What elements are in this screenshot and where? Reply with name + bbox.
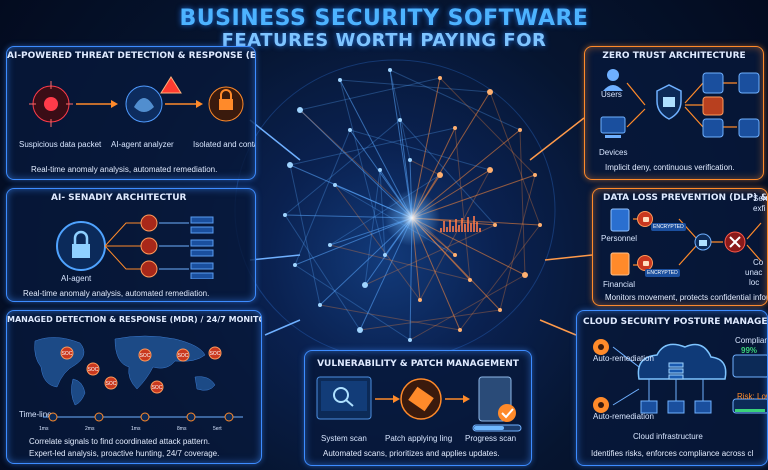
dlp-exfi: exfi bbox=[753, 204, 766, 213]
dlp-co: Co bbox=[753, 258, 764, 267]
svg-text:SOC: SOC bbox=[152, 385, 163, 391]
mdr-title: MANAGED DETECTION & RESPONSE (MDR) / 24/… bbox=[7, 315, 262, 324]
cspm-panel: CLOUD SECURITY POSTURE MANAGEMENT ( Auto… bbox=[576, 310, 768, 466]
dlp-panel: DATA LOSS PREVENTION (DLP) & ENCRY ENCRY… bbox=[592, 188, 768, 306]
vuln-step-1: Patch applying ling bbox=[385, 434, 453, 443]
dlp-sen: Sen bbox=[753, 194, 768, 203]
mdr-footer-1: Correlate signals to find coordinated at… bbox=[29, 437, 210, 446]
dlp-financial: Financial bbox=[603, 280, 636, 289]
mdr-footer-2: Expert-led analysis, proactive hunting, … bbox=[29, 449, 220, 458]
dlp-loc: loc bbox=[749, 278, 760, 287]
edr-item-2: Isolated and contained bbox=[193, 140, 255, 149]
cspm-title: CLOUD SECURITY POSTURE MANAGEMENT ( bbox=[583, 317, 768, 327]
zta-panel: ZERO TRUST ARCHITECTURE Users Devices Im… bbox=[584, 46, 764, 180]
cspm-compliance: Complian bbox=[735, 336, 768, 345]
dlp-encrypted-1: ENCRYPTED bbox=[651, 223, 686, 231]
dlp-title: DATA LOSS PREVENTION (DLP) & ENCRY bbox=[603, 193, 768, 203]
dlp-diagram bbox=[610, 208, 762, 276]
edr-footer: Real-time anomaly analysis, automated re… bbox=[31, 165, 218, 174]
cspm-diagram bbox=[593, 339, 767, 414]
dlp-footer: Monitors movement, protects confidential… bbox=[605, 293, 768, 302]
dlp-unac: unac bbox=[745, 268, 763, 277]
zta-users: Users bbox=[601, 90, 622, 99]
dlp-personnel: Personnel bbox=[601, 234, 638, 243]
svg-text:SOC: SOC bbox=[62, 351, 73, 357]
arch-title: AI- SENADIY ARCHITECTUR bbox=[51, 193, 187, 203]
edr-item-1: AI-agent analyzer bbox=[111, 140, 174, 149]
svg-text:SOC: SOC bbox=[88, 367, 99, 373]
mdr-timeline-label: Time-line bbox=[19, 410, 52, 419]
mdr-tick-0: 1ms bbox=[39, 426, 49, 432]
zta-title: ZERO TRUST ARCHITECTURE bbox=[602, 51, 746, 61]
arch-footer: Real-time anomaly analysis, automated re… bbox=[23, 289, 210, 298]
lock-icon bbox=[637, 211, 653, 227]
zta-devices: Devices bbox=[599, 148, 628, 157]
mdr-tick-1: 2ms bbox=[85, 426, 95, 432]
arch-diagram bbox=[56, 214, 214, 279]
main-title: BUSINESS SECURITY SOFTWARE bbox=[179, 6, 589, 31]
edr-title: AI-POWERED THREAT DETECTION & RESPONSE (… bbox=[7, 51, 256, 61]
vuln-step-0: System scan bbox=[321, 434, 367, 443]
vuln-title: VULNERABILITY & PATCH MANAGEMENT bbox=[317, 359, 519, 369]
zta-footer: Implicit deny, continuous verification. bbox=[605, 163, 735, 172]
vuln-panel: VULNERABILITY & PATCH MANAGEMENT System … bbox=[304, 350, 532, 466]
cspm-footer: Identifies risks, enforces compliance ac… bbox=[591, 449, 754, 458]
mdr-tick-2: 1ms bbox=[131, 426, 141, 432]
edr-diagram bbox=[29, 76, 244, 127]
mdr-tick-4: 5ert bbox=[213, 426, 222, 432]
vuln-step-2: Progress scan bbox=[465, 434, 517, 443]
svg-text:SOC: SOC bbox=[106, 381, 117, 387]
arch-agent: AI-agent bbox=[61, 274, 92, 283]
cspm-pct: 99% bbox=[741, 346, 758, 355]
cspm-auto-1: Auto-remediation bbox=[593, 354, 654, 363]
dlp-encrypted-2: ENCRYPTED bbox=[645, 269, 680, 277]
vuln-diagram bbox=[316, 376, 522, 432]
vuln-footer: Automated scans, prioritizes and applies… bbox=[323, 449, 500, 458]
arch-panel: AI- SENADIY ARCHITECTUR AI-agent Real-ti… bbox=[6, 188, 256, 302]
main-subtitle: FEATURES WORTH PAYING FOR bbox=[221, 30, 547, 51]
svg-text:SOC: SOC bbox=[140, 353, 151, 359]
mdr-panel: MANAGED DETECTION & RESPONSE (MDR) / 24/… bbox=[6, 310, 262, 464]
svg-text:SOC: SOC bbox=[210, 351, 221, 357]
cspm-auto-2: Auto-remediation bbox=[593, 412, 654, 421]
mdr-tick-3: 8ms bbox=[177, 426, 187, 432]
edr-item-0: Suspicious data packet bbox=[19, 140, 102, 149]
cspm-infra: Cloud infrastructure bbox=[633, 432, 703, 441]
mdr-timeline bbox=[43, 412, 243, 422]
zta-diagram bbox=[600, 69, 760, 138]
svg-text:SOC: SOC bbox=[178, 353, 189, 359]
world-map: SOC SOC SOC SOC SOC SOC SOC bbox=[34, 335, 222, 406]
cspm-risk: Risk: Low bbox=[737, 392, 767, 401]
edr-panel: AI-POWERED THREAT DETECTION & RESPONSE (… bbox=[6, 46, 256, 180]
